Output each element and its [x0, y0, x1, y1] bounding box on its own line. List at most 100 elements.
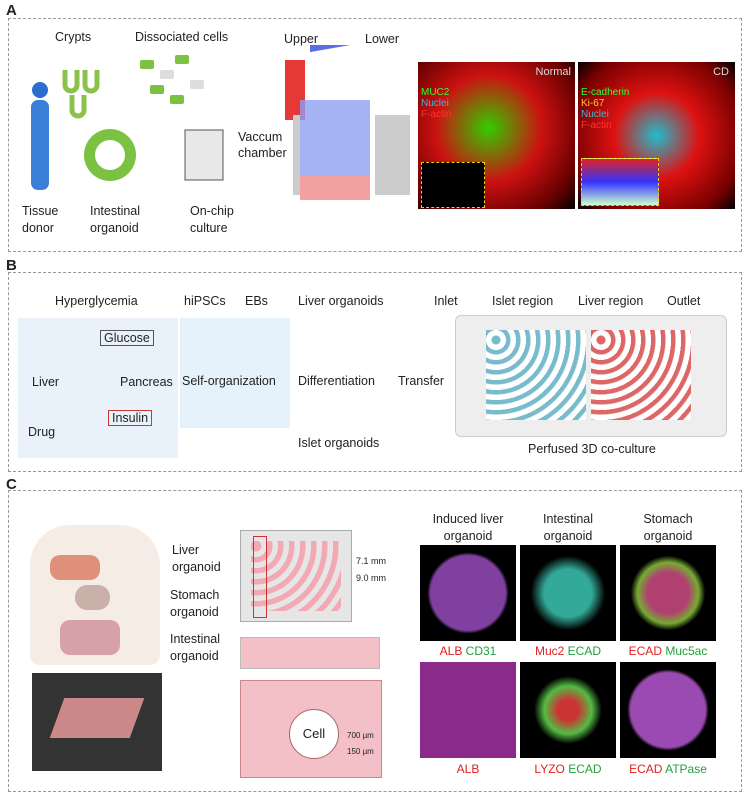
- onchip-label: On-chip: [190, 204, 234, 218]
- chip-3d-illustration: [285, 45, 410, 200]
- stain-red: LYZO: [534, 762, 565, 776]
- stomach-image-1: [620, 545, 716, 641]
- stomach-organoid-label: organoid: [170, 605, 219, 619]
- liver-label: Liver: [172, 543, 200, 557]
- perfused-label: Perfused 3D co-culture: [528, 442, 656, 456]
- normal-microscopy-image: Normal MUC2 Nuclei F-actin: [418, 62, 575, 209]
- donor-label: donor: [22, 221, 54, 235]
- dimension-7-1: 7.1 mm: [356, 556, 387, 566]
- islet-wells: [486, 330, 586, 420]
- col-title-intestinal-2: organoid: [543, 529, 593, 543]
- stain-red: Muc2: [534, 644, 565, 658]
- cross-section: [240, 637, 380, 669]
- liver-region-label: Liver region: [578, 294, 644, 308]
- glucose-label: Glucose: [100, 330, 154, 346]
- device-plate: [49, 698, 145, 738]
- caption-stomach-2: ECAD ATPase: [620, 762, 716, 776]
- islet-organoids-label: Islet organoids: [298, 436, 380, 450]
- self-organization-label: Self-organization: [182, 374, 276, 388]
- panel-a-label: A: [6, 2, 17, 19]
- body-illustration: [30, 525, 160, 665]
- dissociated-label: Dissociated cells: [135, 30, 229, 44]
- differentiation-label: Differentiation: [298, 374, 375, 388]
- outlet-label: Outlet: [667, 294, 701, 308]
- stain-red: ECAD: [629, 762, 663, 776]
- stain-red: ALB: [456, 762, 480, 776]
- inset-image: [421, 162, 485, 208]
- panel-c-box: [8, 490, 742, 792]
- intestinal-image-1: [520, 545, 616, 641]
- pancreas-label: Pancreas: [120, 375, 173, 389]
- col-title-stomach: Stomach: [643, 512, 693, 526]
- intestinal-organoid-label: organoid: [170, 649, 219, 663]
- crypts-icon: [62, 70, 100, 119]
- col-title-stomach-2: organoid: [643, 529, 693, 543]
- islet-region-label: Islet region: [492, 294, 554, 308]
- caption-stomach-1: ECAD Muc5ac: [620, 644, 716, 658]
- stomach-organ: [75, 585, 110, 610]
- stain-red: ECAD: [628, 644, 662, 658]
- caption-intestinal-1: Muc2 ECAD: [520, 644, 616, 658]
- liver-label: Liver: [32, 375, 60, 389]
- lower-label: Lower: [365, 32, 400, 46]
- stain-green: ATPase: [665, 762, 707, 776]
- stomach-label: Stomach: [170, 588, 220, 602]
- liver-image-2: [420, 662, 516, 758]
- intestinal-label: Intestinal: [170, 632, 221, 646]
- col-title-liver: Induced liver: [432, 512, 504, 526]
- legend-factin: F-actin: [421, 109, 452, 120]
- legend-ki67: Ki-67: [581, 98, 605, 109]
- liver-organoid-label: organoid: [172, 560, 221, 574]
- intestinal-image-2: [520, 662, 616, 758]
- tissue-label: Tissue: [22, 204, 59, 218]
- caption-intestinal-2: LYZO ECAD: [520, 762, 616, 776]
- selection-box: [253, 536, 267, 618]
- dimension-700um: 700 µm: [347, 731, 374, 740]
- hipscs-label: hiPSCs: [184, 294, 226, 308]
- liver-image-1: [420, 545, 516, 641]
- cd-microscopy-image: CD E-cadherin Ki-67 Nuclei F-actin: [578, 62, 735, 209]
- panel-c-label: C: [6, 476, 17, 493]
- hipsc-bg: [180, 318, 290, 428]
- col-title-intestinal: Intestinal: [542, 512, 594, 526]
- panel-b-label: B: [6, 257, 17, 274]
- human-silhouette-icon: [31, 82, 49, 190]
- legend-nuclei: Nuclei: [581, 109, 609, 120]
- stain-green: ECAD: [567, 644, 602, 658]
- hyperglycemia-label: Hyperglycemia: [55, 294, 138, 308]
- insulin-label: Insulin: [108, 410, 153, 426]
- caption-liver-2: ALB: [420, 762, 516, 776]
- legend-muc2: MUC2: [421, 87, 450, 98]
- vaccum-label: Vaccum: [238, 130, 283, 144]
- liver-organoids-label: Liver organoids: [298, 294, 384, 308]
- legend-factin: F-actin: [581, 120, 612, 131]
- stomach-image-2: [620, 662, 716, 758]
- legend-nuclei: Nuclei: [421, 98, 449, 109]
- stain-red: ALB: [439, 644, 463, 658]
- stain-green: CD31: [465, 644, 497, 658]
- hyperglycemia-bg: [18, 318, 178, 458]
- liver-wells: [591, 330, 691, 420]
- cell-label: Cell: [289, 709, 339, 759]
- culture-label: culture: [190, 221, 228, 235]
- normal-title: Normal: [535, 66, 571, 78]
- panel-a-box: [8, 18, 742, 252]
- intestinal-label: Intestinal: [90, 204, 141, 218]
- intestine-organ: [60, 620, 120, 655]
- organoid-icon: [84, 129, 136, 181]
- stain-green: ECAD: [568, 762, 602, 776]
- drug-label: Drug: [28, 425, 56, 439]
- cd-title: CD: [713, 66, 729, 78]
- caption-liver-1: ALB CD31: [420, 644, 516, 658]
- chamber-label: chamber: [238, 146, 287, 160]
- ebs-label: EBs: [245, 294, 268, 308]
- col-title-liver-2: organoid: [443, 529, 493, 543]
- dimension-150um: 150 µm: [347, 747, 374, 756]
- crypts-label: Crypts: [55, 30, 92, 44]
- stain-green: Muc5ac: [665, 644, 708, 658]
- legend-ecadherin: E-cadherin: [581, 87, 630, 98]
- inlet-label: Inlet: [434, 294, 458, 308]
- inset-image: [581, 158, 659, 206]
- panel-a-illustration: [31, 45, 410, 200]
